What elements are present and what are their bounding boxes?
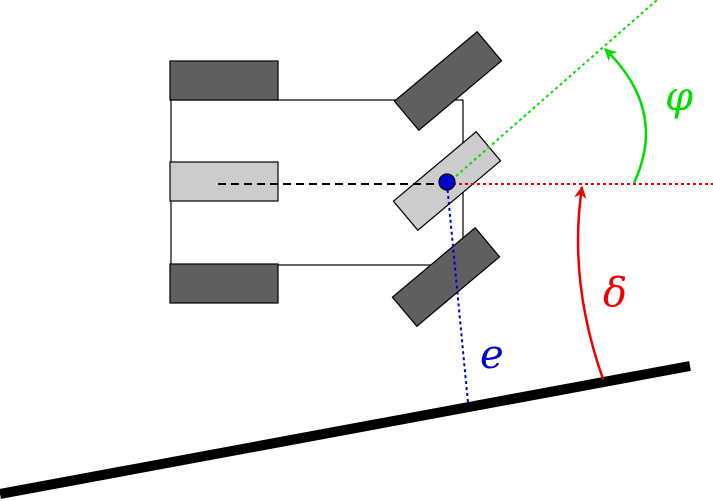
front-axle-point xyxy=(438,173,456,191)
label-e: e xyxy=(480,332,504,378)
rear-right-wheel xyxy=(169,263,279,304)
rear-center-wheel xyxy=(169,161,279,202)
heading-error-arc xyxy=(574,185,605,380)
front-left-wheel xyxy=(393,30,503,132)
front-right-wheel xyxy=(391,226,501,328)
reference-path-line xyxy=(0,361,691,499)
rear-left-wheel xyxy=(169,60,279,101)
label-phi: φ xyxy=(665,74,693,120)
steering-direction-line xyxy=(446,0,658,185)
label-delta: δ xyxy=(603,270,627,316)
steering-angle-arc xyxy=(604,48,648,184)
cross-track-error-line xyxy=(446,183,469,404)
